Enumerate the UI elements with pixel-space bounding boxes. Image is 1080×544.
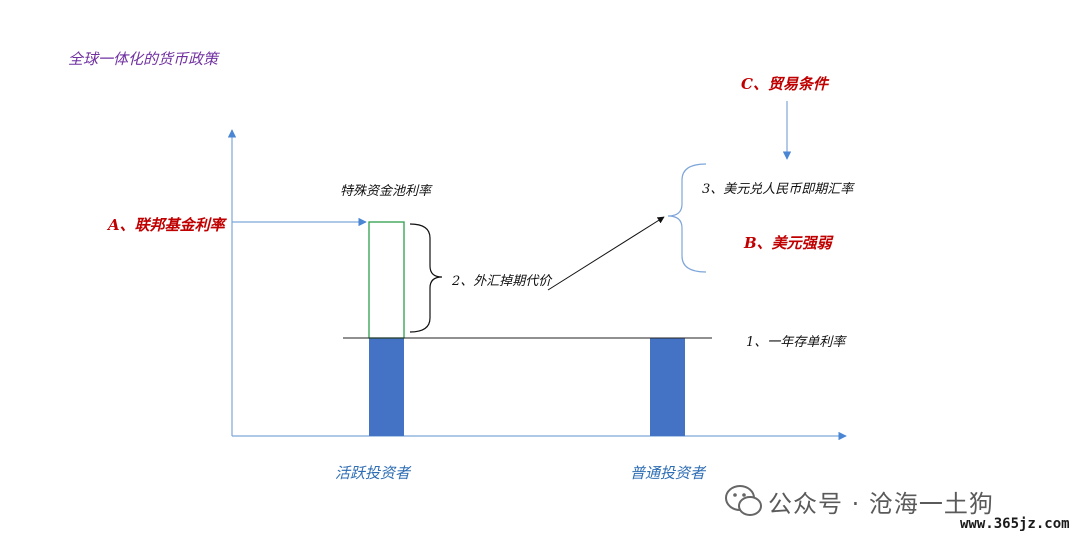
- swap-cost-brace: [409, 223, 443, 333]
- label-one-year-cd-rate: 1、一年存单利率: [746, 335, 846, 350]
- label-usd-strength: B、美元强弱: [744, 234, 832, 252]
- fx-group-brace: [667, 163, 707, 273]
- swap-to-fx-arrow: [547, 216, 665, 291]
- label-fed-funds-rate: A、联邦基金利率: [108, 216, 225, 234]
- label-terms-of-trade: C、贸易条件: [741, 75, 828, 93]
- diagram-title: 全球一体化的货币政策: [68, 50, 219, 68]
- bar-active-investors: [369, 338, 404, 436]
- bar-normal-investors: [650, 338, 685, 436]
- label-special-pool-rate: 特殊资金池利率: [340, 184, 432, 199]
- label-fx-swap-cost: 2、外汇掉期代价: [452, 274, 552, 289]
- special-pool-box: [368, 221, 405, 339]
- label-usdcny-spot: 3、美元兑人民币即期汇率: [702, 182, 854, 197]
- x-label-active-investors: 活跃投资者: [335, 464, 411, 482]
- x-label-normal-investors: 普通投资者: [630, 464, 706, 482]
- watermark-account-name: 公众号 · 沧海一土狗: [768, 490, 994, 518]
- wechat-icon: [725, 485, 762, 516]
- watermark-url: www.365jz.com: [960, 516, 1070, 532]
